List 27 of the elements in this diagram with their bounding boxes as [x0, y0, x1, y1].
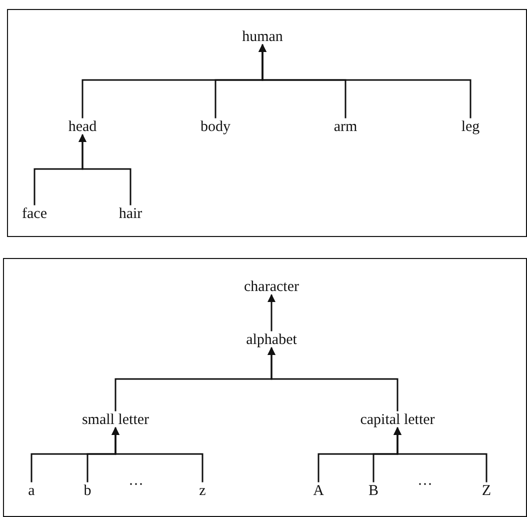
node-label: a: [28, 482, 35, 499]
arrow: [394, 426, 488, 482]
node-label: face: [22, 205, 47, 222]
arrow: [268, 294, 276, 332]
node-label: arm: [334, 118, 358, 135]
arrow: [258, 44, 472, 118]
node-label: body: [200, 118, 230, 135]
ellipsis-text: ···: [418, 476, 432, 494]
node-label: alphabet: [246, 331, 297, 348]
node-label: character: [244, 278, 299, 295]
ellipsis-text: ···: [128, 476, 144, 494]
node-label: z: [199, 482, 206, 499]
panel-frame: [7, 9, 527, 237]
node-label: human: [242, 28, 283, 45]
arrow: [78, 134, 132, 206]
node-label: b: [84, 482, 92, 499]
panel-frame: [3, 258, 527, 517]
node-label: leg: [461, 118, 480, 135]
node-label: hair: [118, 205, 142, 222]
node-label: head: [68, 118, 97, 135]
arrow: [268, 346, 398, 412]
node-label: A: [313, 482, 324, 499]
node-label: Z: [482, 482, 492, 499]
node-label: capital letter: [360, 411, 435, 428]
arrow: [112, 426, 204, 482]
node-label: B: [368, 482, 378, 499]
node-label: small letter: [82, 411, 150, 428]
